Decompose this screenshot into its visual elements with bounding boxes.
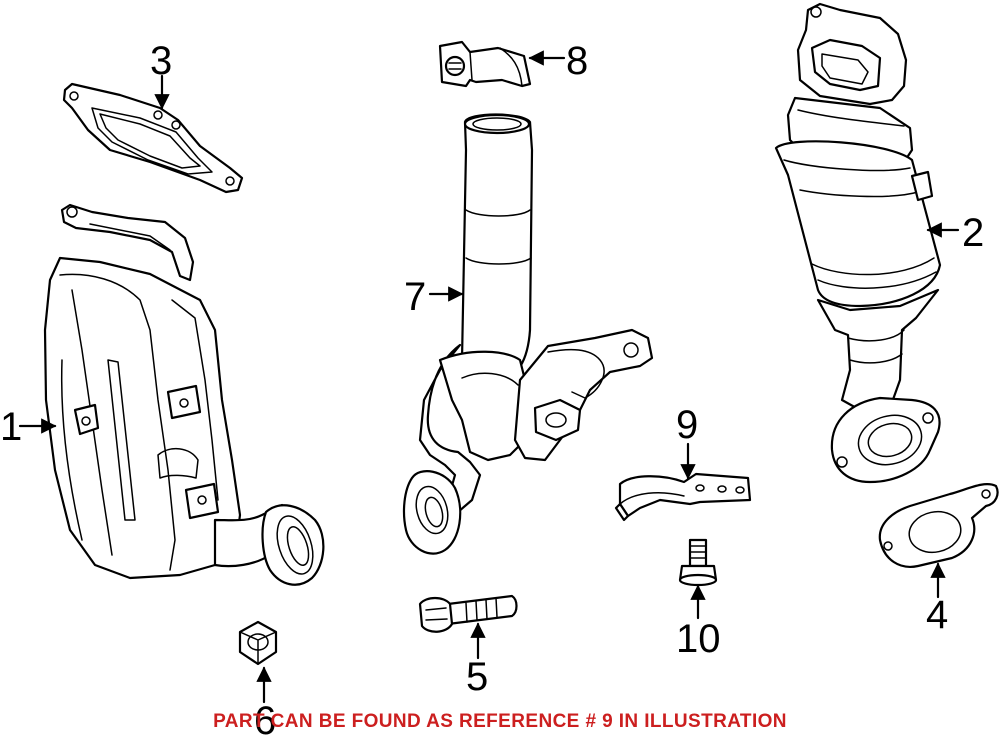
bracket <box>614 472 752 522</box>
reference-note: PART CAN BE FOUND AS REFERENCE # 9 IN IL… <box>213 711 787 732</box>
callout-7: 7 <box>404 275 426 319</box>
callout-3: 3 <box>150 39 172 83</box>
y-pipe <box>402 113 654 555</box>
callout-6: 6 <box>254 699 276 738</box>
catalytic-converter-rear <box>774 2 942 484</box>
stud-bolt <box>678 538 718 587</box>
nut <box>238 620 278 666</box>
callout-8: 8 <box>566 39 588 83</box>
bolt <box>418 594 518 633</box>
clamp <box>438 40 532 88</box>
leader-lines <box>18 50 960 704</box>
callout-5: 5 <box>466 655 488 699</box>
callout-9: 9 <box>676 403 698 447</box>
callout-1: 1 <box>0 405 22 449</box>
catalytic-converter-front <box>43 203 325 586</box>
callout-10: 10 <box>676 617 721 661</box>
callout-2: 2 <box>962 211 984 255</box>
callout-4: 4 <box>926 593 948 637</box>
gasket-lower <box>878 483 999 568</box>
gasket-upper <box>62 82 244 194</box>
